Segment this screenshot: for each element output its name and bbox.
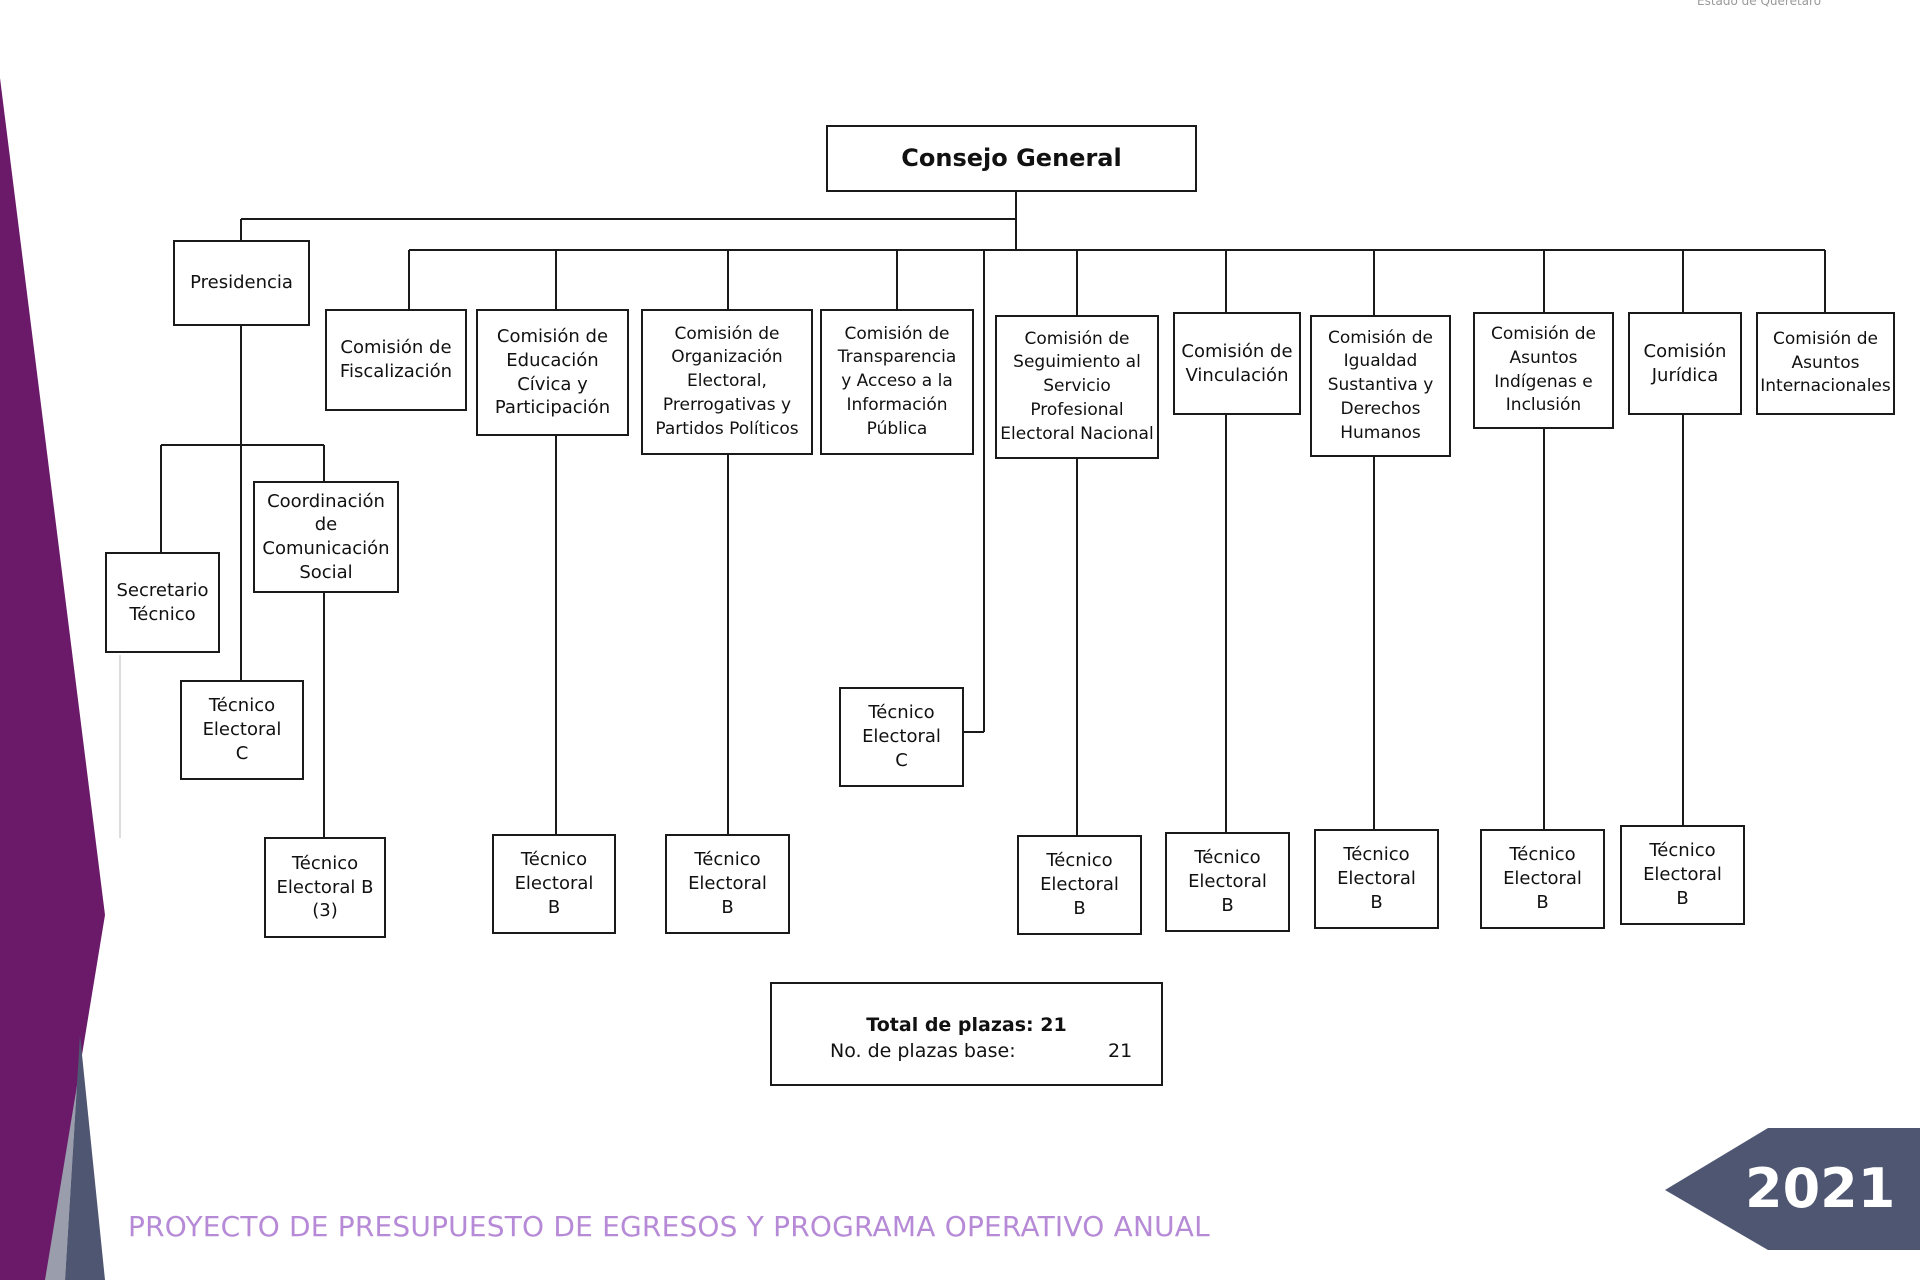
node-comision-vinculacion: Comisión de Vinculación — [1173, 312, 1301, 415]
connector-lines — [160, 191, 1826, 837]
program-title: PROYECTO DE PRESUPUESTO DE EGRESOS Y PRO… — [128, 1210, 1210, 1243]
node-comision-transparencia: Comisión de Transparencia y Acceso a la … — [820, 309, 974, 455]
year-badge — [1665, 1128, 1920, 1250]
node-tecnico-educacion-civica: Técnico Electoral B — [492, 834, 616, 934]
node-comision-educacion-civica: Comisión de Educación Cívica y Participa… — [476, 309, 629, 436]
node-tecnico-juridica: Técnico Electoral B — [1620, 825, 1745, 925]
org-caption: Estado de Querétaro — [1697, 0, 1822, 8]
totals-box: Total de plazas: 21 No. de plazas base: … — [770, 982, 1163, 1086]
root-node-consejo-general: Consejo General — [826, 125, 1197, 192]
node-comision-organizacion-electoral: Comisión de Organización Electoral, Prer… — [641, 309, 813, 455]
left-purple-band — [0, 78, 105, 1280]
node-comision-fiscalizacion: Comisión de Fiscalización — [325, 309, 467, 411]
node-secretario-tecnico: Secretario Técnico — [105, 552, 220, 653]
node-tecnico-vinculacion: Técnico Electoral B — [1165, 832, 1290, 932]
node-tecnico-presidencia: Técnico Electoral C — [180, 680, 304, 780]
plazas-base-value: 21 — [1108, 1040, 1133, 1062]
left-slate-band — [65, 1035, 105, 1280]
node-comision-igualdad-sustantiva: Comisión de Igualdad Sustantiva y Derech… — [1310, 315, 1451, 457]
year-label: 2021 — [1745, 1157, 1896, 1220]
node-tecnico-general-c: Técnico Electoral C — [839, 687, 964, 787]
node-tecnico-organizacion-electoral: Técnico Electoral B — [665, 834, 790, 934]
node-tecnico-asuntos-indigenas: Técnico Electoral B — [1480, 829, 1605, 929]
node-coordinacion-comunicacion: Coordinación de Comunicación Social — [253, 481, 399, 593]
node-tecnico-servicio-profesional: Técnico Electoral B — [1017, 835, 1142, 935]
node-presidencia: Presidencia — [173, 240, 310, 326]
node-tecnico-igualdad-sustantiva: Técnico Electoral B — [1314, 829, 1439, 929]
node-comision-asuntos-indigenas: Comisión de Asuntos Indígenas e Inclusió… — [1473, 312, 1614, 429]
total-plazas-label: Total de plazas: 21 — [866, 1014, 1067, 1036]
node-tecnico-coordinacion: Técnico Electoral B (3) — [264, 837, 386, 938]
plazas-base-label: No. de plazas base: — [830, 1040, 1016, 1062]
node-comision-servicio-profesional: Comisión de Seguimiento al Servicio Prof… — [995, 315, 1159, 459]
node-comision-juridica: Comisión Jurídica — [1628, 312, 1742, 415]
node-comision-asuntos-internacionales: Comisión de Asuntos Internacionales — [1756, 312, 1895, 415]
